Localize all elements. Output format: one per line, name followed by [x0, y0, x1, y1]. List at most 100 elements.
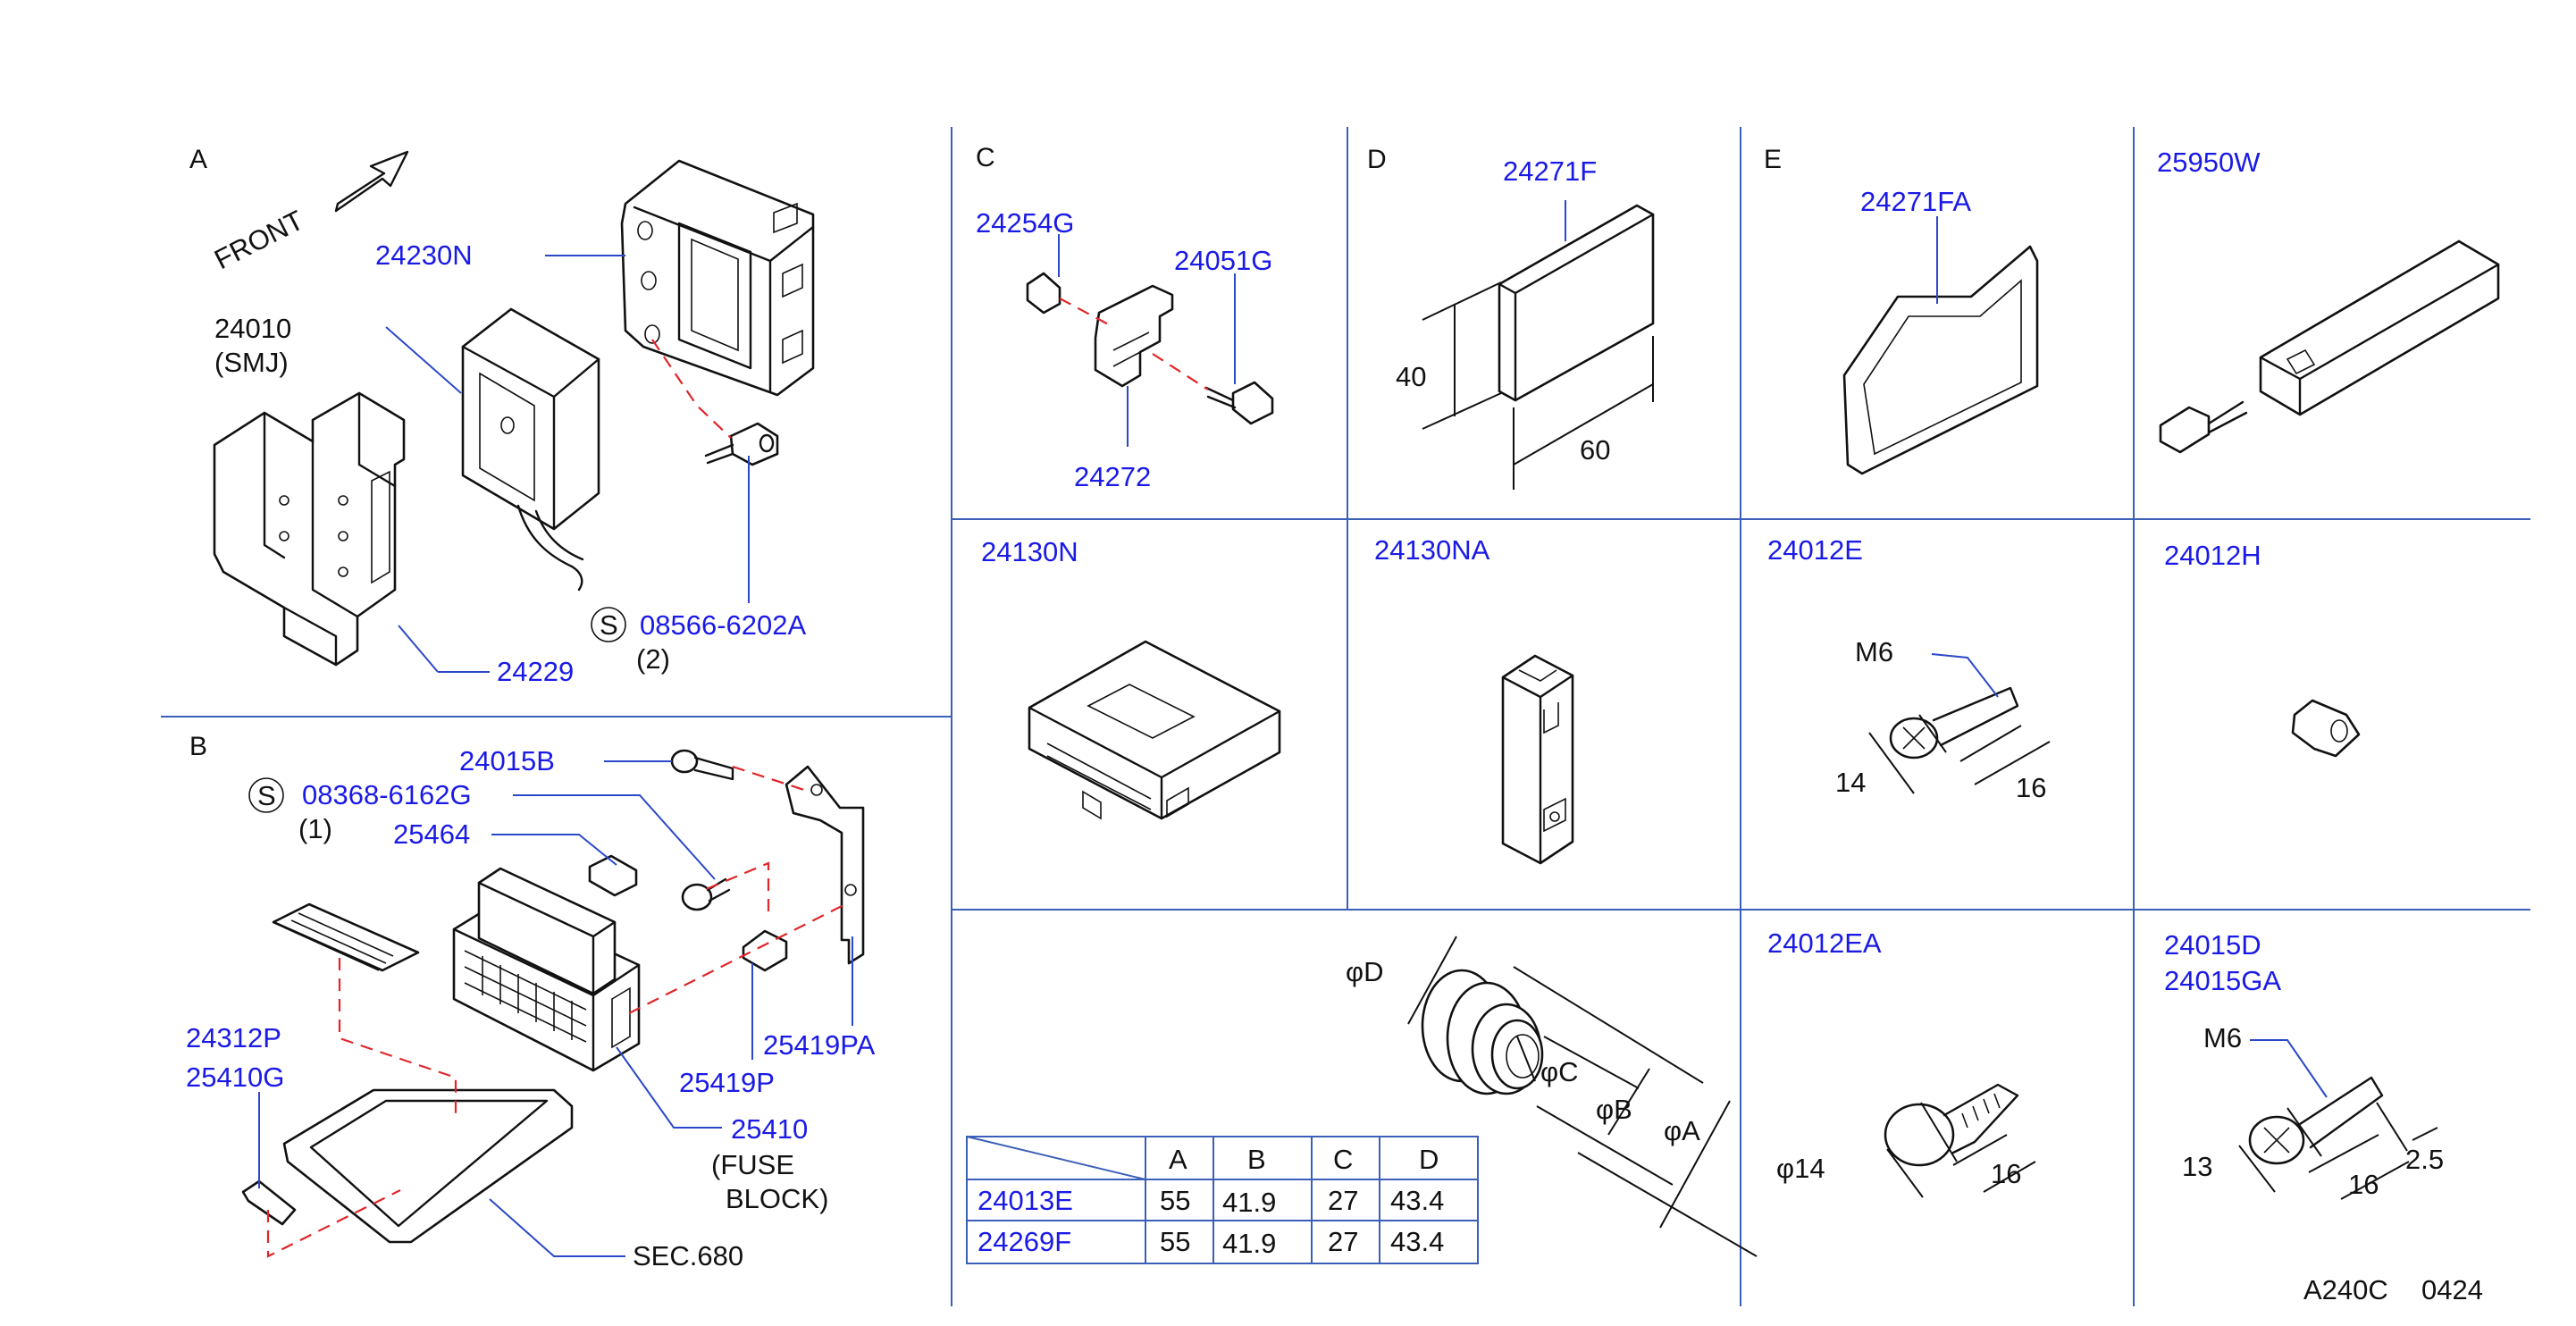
dim-phi-d: φD	[1346, 956, 1384, 987]
nut-24012H-part	[2291, 699, 2361, 758]
label-smj: (SMJ)	[214, 347, 289, 378]
section-label-b: B	[189, 732, 207, 761]
dim-m6-a: M6	[1855, 636, 1893, 667]
dimension-lines-d	[1422, 281, 1654, 490]
pad-24271F-part	[1498, 204, 1655, 402]
bolt-24015D-part	[2238, 1076, 2438, 1200]
label-24229: 24229	[497, 656, 574, 687]
dim-16-b: 16	[1991, 1158, 2021, 1189]
dim-phi-14: φ14	[1776, 1153, 1825, 1184]
dim-40: 40	[1396, 361, 1426, 392]
label-qty-1: (1)	[298, 813, 332, 844]
label-24312P: 24312P	[186, 1022, 281, 1053]
fuse-25464-part	[588, 854, 638, 897]
section-label-e: E	[1764, 145, 1782, 174]
table-header-c: C	[1333, 1144, 1353, 1175]
label-24015D: 24015D	[2164, 929, 2261, 961]
table-cell: 27	[1328, 1226, 1358, 1257]
diagram-number: 0424	[2421, 1274, 2483, 1305]
dim-m6-b: M6	[2203, 1022, 2242, 1053]
dim-60: 60	[1580, 434, 1610, 466]
symbol-s-circle	[591, 607, 626, 642]
dim-phi-a: φA	[1664, 1115, 1700, 1146]
table-row-part: 24269F	[978, 1226, 1071, 1257]
frame-24230N-part	[620, 159, 815, 397]
bolt-08566-part	[704, 422, 779, 466]
table-header-d: D	[1419, 1144, 1439, 1175]
symbol-s-1: S	[600, 609, 618, 641]
dimension-lines-grommet	[1407, 936, 1758, 1257]
label-25410: 25410	[731, 1113, 808, 1145]
label-24272: 24272	[1074, 461, 1151, 492]
label-25419PA: 25419PA	[763, 1029, 876, 1061]
screw-08368-part	[681, 877, 731, 911]
section-label-d: D	[1367, 145, 1387, 174]
label-24015GA: 24015GA	[2164, 965, 2281, 996]
screw-24012EA-part	[1884, 1083, 2036, 1198]
label-25464: 25464	[393, 818, 470, 850]
label-24254G: 24254G	[976, 207, 1074, 239]
dim-13: 13	[2182, 1151, 2212, 1182]
dim-14-a: 14	[1835, 767, 1866, 798]
diagram-code: A240C	[2303, 1274, 2388, 1305]
label-24012H: 24012H	[2164, 540, 2261, 571]
label-24012E: 24012E	[1767, 534, 1863, 566]
screw-24015B-part	[670, 749, 734, 781]
fuse-block-part	[452, 867, 641, 1072]
nut-25419P-part	[742, 929, 788, 972]
symbol-s-2: S	[257, 780, 276, 811]
label-24271F: 24271F	[1503, 155, 1597, 187]
label-24051G: 24051G	[1174, 245, 1272, 276]
label-24012EA: 24012EA	[1767, 927, 1882, 959]
table-row-part: 24013E	[978, 1185, 1073, 1216]
cover-24312P-part	[272, 902, 420, 972]
table-header-b: B	[1247, 1144, 1266, 1175]
bracket-24229-part	[213, 391, 406, 667]
symbol-s-circle-2	[248, 777, 284, 813]
bracket-24272-part	[1094, 284, 1174, 388]
pad-24271FA-part	[1842, 245, 2039, 475]
label-fuse: (FUSE	[711, 1149, 794, 1180]
dim-phi-c: φC	[1540, 1056, 1579, 1087]
label-block: BLOCK)	[726, 1183, 828, 1214]
label-24230N: 24230N	[375, 239, 473, 271]
front-label: FRONT	[209, 205, 308, 276]
dim-16-c: 16	[2348, 1169, 2379, 1200]
dim-2-5: 2.5	[2405, 1144, 2444, 1175]
label-24271FA: 24271FA	[1860, 186, 1971, 217]
clip-25410G-part	[241, 1179, 297, 1226]
label-sec680: SEC.680	[633, 1240, 743, 1271]
table-cell: 41.9	[1222, 1187, 1276, 1218]
table-cell: 55	[1160, 1185, 1190, 1216]
smj-module-part	[461, 307, 600, 592]
label-25410G: 25410G	[186, 1062, 284, 1093]
label-24010: 24010	[214, 313, 291, 344]
dim-phi-b: φB	[1596, 1094, 1632, 1125]
front-arrow-icon	[334, 150, 409, 213]
connector-24130N-part	[1028, 640, 1281, 820]
dimension-table: A B C D 24013E 55 41.9 27 43.4 24269F 55…	[966, 1136, 1479, 1264]
table-cell: 43.4	[1390, 1185, 1444, 1216]
bolt-24012E-part	[1868, 686, 2051, 794]
table-cell: 41.9	[1222, 1228, 1276, 1259]
clip-24254G-part	[1026, 272, 1061, 315]
grommet-part	[1421, 969, 1544, 1095]
label-08368-6162G: 08368-6162G	[302, 779, 472, 810]
dim-16-a: 16	[2016, 772, 2046, 803]
table-cell: 55	[1160, 1226, 1190, 1257]
label-08566-6202A: 08566-6202A	[640, 609, 806, 641]
label-24015B: 24015B	[459, 745, 555, 776]
bracket-25419PA-part	[785, 765, 865, 965]
section-grid	[161, 127, 2530, 1306]
table-header-a: A	[1169, 1144, 1187, 1175]
connector-25950W-part	[2159, 239, 2500, 454]
terminal-24130NA-part	[1501, 654, 1574, 865]
label-25950W: 25950W	[2157, 147, 2261, 178]
bolt-24051G-part	[1204, 381, 1274, 425]
label-qty-2: (2)	[636, 643, 670, 675]
section-label-a: A	[189, 145, 207, 174]
table-cell: 27	[1328, 1185, 1358, 1216]
section-label-c: C	[976, 143, 995, 172]
table-cell: 43.4	[1390, 1226, 1444, 1257]
